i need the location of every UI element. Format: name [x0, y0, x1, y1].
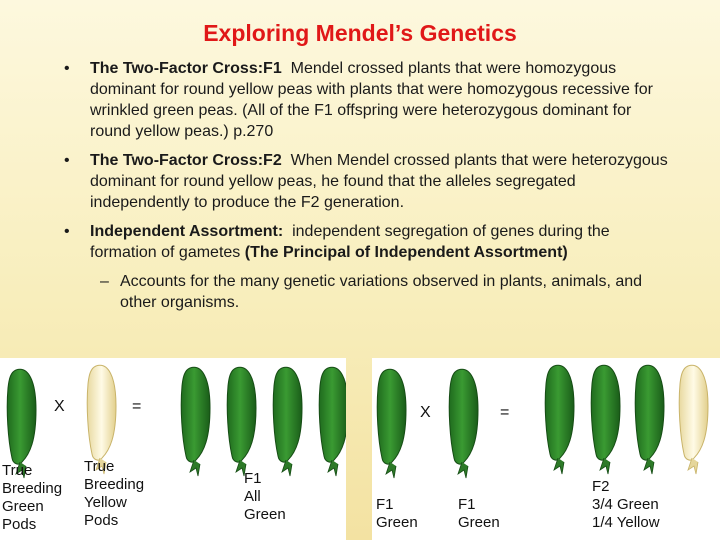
cross-figure-f2: X = F1 Green F1 Green F2 3/4 Green 1/4 Y… [372, 358, 720, 540]
bullet-item: • The Two-Factor Cross:F1 Mendel crossed… [60, 58, 670, 142]
green-pod-icon [544, 364, 575, 475]
green-pod-icon [318, 366, 346, 477]
equals-symbol: = [500, 404, 510, 421]
green-pod-icon [448, 368, 479, 479]
bullet-heading: The Two-Factor Cross:F2 [90, 152, 282, 169]
slide-title: Exploring Mendel’s Genetics [203, 20, 517, 46]
bullet-emphasis: (The Principal of Independent Assortment… [244, 244, 568, 261]
green-pod-icon [634, 364, 665, 475]
green-pod-icon [272, 366, 303, 477]
sub-bullet-dash: – [100, 273, 109, 290]
cross-symbol: X [54, 398, 65, 415]
green-pod-icon [180, 366, 211, 477]
offspring-label: F2 3/4 Green 1/4 Yellow [592, 478, 660, 531]
yellow-pod-icon [678, 364, 709, 475]
bullet-dot: • [64, 60, 70, 77]
equals-symbol: = [132, 398, 142, 415]
bullet-text: When Mendel crossed plants that were het… [90, 152, 668, 211]
parent2-label: F1 Green [458, 496, 500, 531]
bullet-text: independent segregation of genes during … [90, 223, 610, 261]
cross-figure-f1: X = True Breeding Green Pods True Breedi… [0, 358, 346, 540]
bullet-item: • Independent Assortment: independent se… [60, 221, 670, 263]
parent1-label: True Breeding Green Pods [2, 462, 63, 533]
bullet-heading: The Two-Factor Cross:F1 [90, 60, 282, 77]
cross-symbol: X [420, 404, 431, 421]
offspring-label: F1 All Green [244, 470, 286, 523]
bullet-dot: • [64, 152, 70, 169]
parent1-label: F1 Green [376, 496, 418, 531]
bullet-item: • The Two-Factor Cross:F2 When Mendel cr… [60, 150, 670, 213]
bullet-dot: • [64, 223, 70, 240]
bullet-text: Mendel crossed plants that were homozygo… [90, 60, 653, 140]
sub-bullet-text: Accounts for the many genetic variations… [120, 273, 643, 311]
pea-pod-illustration [376, 364, 709, 479]
green-pod-icon [226, 366, 257, 477]
green-pod-icon [376, 368, 407, 479]
bullet-heading: Independent Assortment: [90, 223, 284, 240]
green-pod-icon [590, 364, 621, 475]
sub-bullet-item: – Accounts for the many genetic variatio… [60, 271, 670, 313]
bullet-list: • The Two-Factor Cross:F1 Mendel crossed… [60, 58, 670, 313]
parent2-label: True Breeding Yellow Pods [84, 458, 145, 529]
